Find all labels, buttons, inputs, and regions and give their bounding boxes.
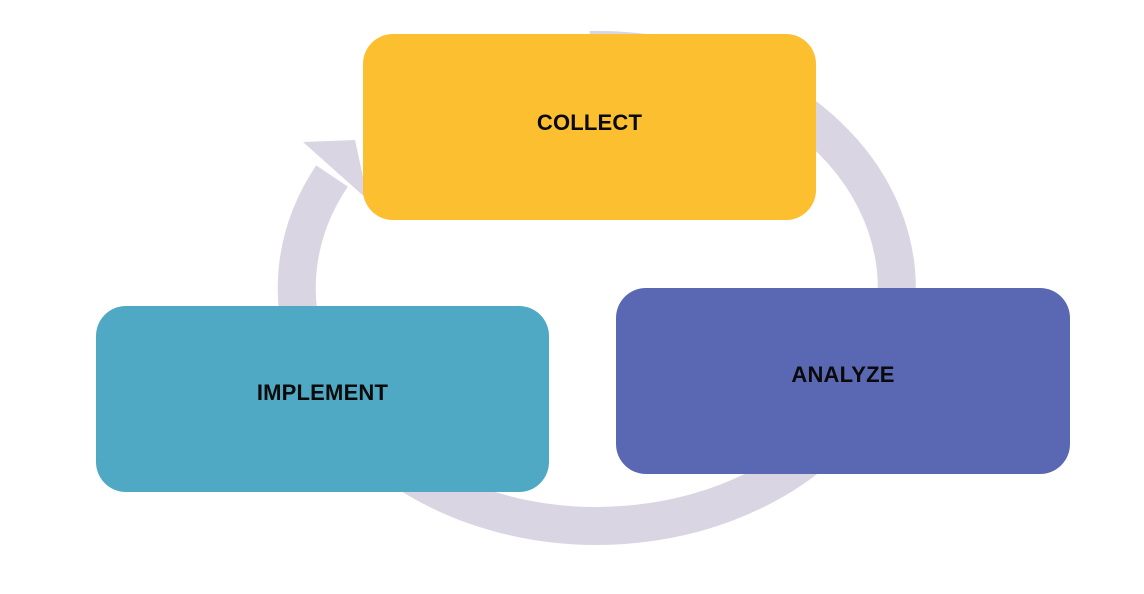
cycle-arrow-head: [303, 140, 368, 200]
stage-analyze-label: ANALYZE: [791, 362, 895, 387]
stage-implement-label: IMPLEMENT: [256, 380, 389, 405]
stage-implement: IMPLEMENT: [96, 306, 549, 492]
stage-analyze: ANALYZE: [616, 288, 1070, 474]
stage-collect: COLLECT: [363, 34, 816, 220]
stage-collect-label: COLLECT: [536, 110, 643, 135]
